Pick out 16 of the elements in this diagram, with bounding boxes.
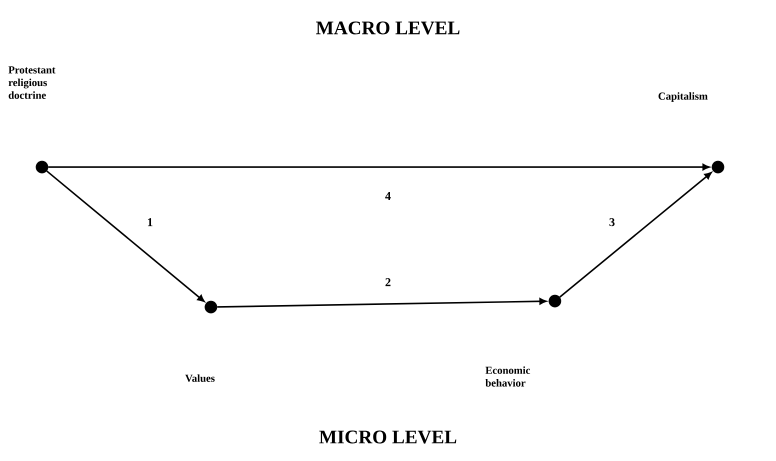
arrow [46, 170, 205, 302]
edge-label: 1 [146, 216, 154, 228]
level-heading: MICRO LEVEL [319, 430, 456, 444]
node-label: Capitalism [658, 92, 708, 102]
node-label: Protestant religious doctrine [8, 66, 56, 99]
edge-label: 3 [608, 216, 616, 228]
arrow [559, 172, 712, 298]
arrow [217, 298, 547, 308]
level-heading: MACRO LEVEL [316, 21, 460, 34]
dot [204, 300, 218, 314]
edge-label: 4 [384, 190, 392, 202]
dot [36, 160, 48, 174]
node-label: Economic behavior [485, 366, 530, 387]
node-label: Values [185, 374, 215, 382]
arrow [48, 164, 710, 170]
edge-label: 2 [384, 276, 392, 288]
